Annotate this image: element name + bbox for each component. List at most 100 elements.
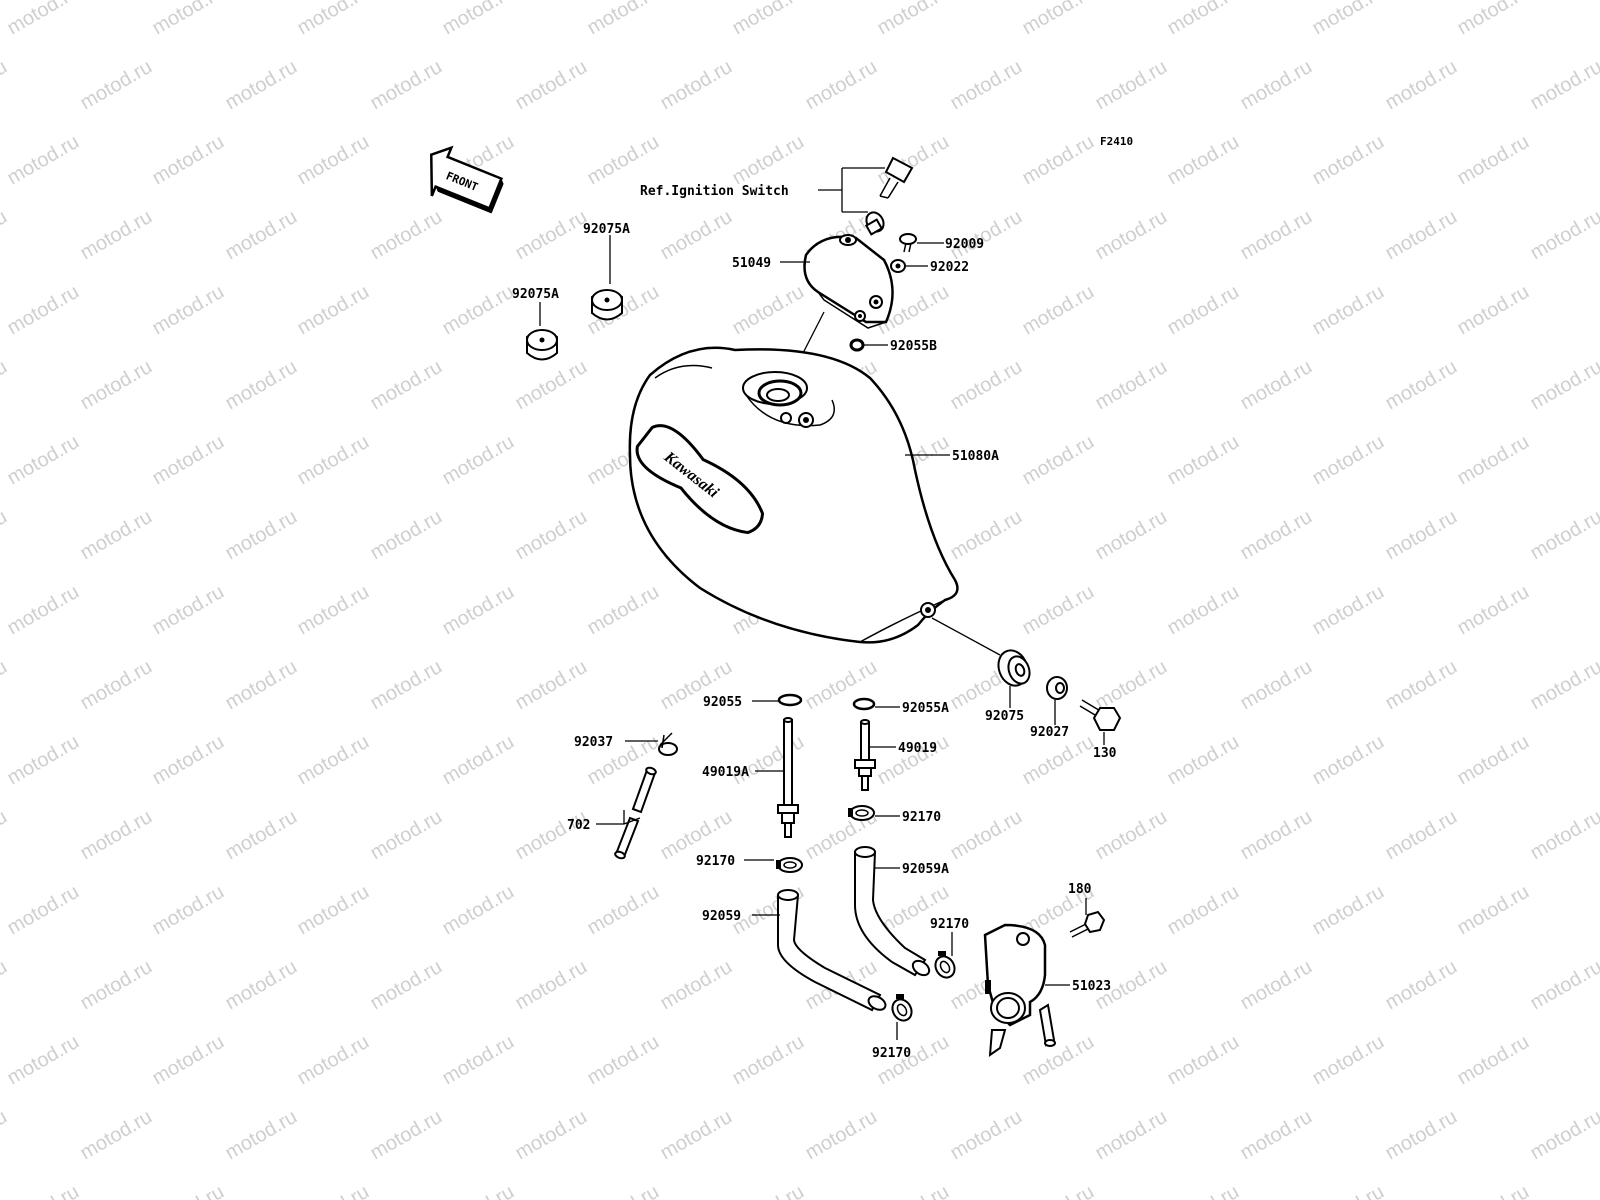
watermark-text: motod.ru <box>1164 881 1243 940</box>
watermark-text: motod.ru <box>1092 1106 1171 1165</box>
screw-92009 <box>899 233 917 253</box>
watermark-text: motod.ru <box>1092 506 1171 565</box>
watermark-text: motod.ru <box>657 56 736 115</box>
watermark-text: motod.ru <box>0 506 11 565</box>
watermark-text: motod.ru <box>294 1181 373 1200</box>
watermark-text: motod.ru <box>947 506 1026 565</box>
watermark-text: motod.ru <box>4 0 83 39</box>
watermark-text: motod.ru <box>512 1106 591 1165</box>
watermark-text: motod.ru <box>1382 356 1461 415</box>
watermark-text: motod.ru <box>1309 431 1388 490</box>
watermark-text: motod.ru <box>1527 1106 1600 1165</box>
watermark-text: motod.ru <box>1454 731 1533 790</box>
watermark-text: motod.ru <box>439 581 518 640</box>
label-51080a: 51080A <box>952 449 999 464</box>
watermark-text: motod.ru <box>584 1031 663 1090</box>
damper-92075a-lower <box>526 329 558 361</box>
watermark-text: motod.ru <box>1454 581 1533 640</box>
watermark-text: motod.ru <box>367 356 446 415</box>
watermark-text: motod.ru <box>1454 0 1533 39</box>
watermark-text: motod.ru <box>222 956 301 1015</box>
watermark-text: motod.ru <box>1164 1031 1243 1090</box>
watermark-text: motod.ru <box>0 956 11 1015</box>
oring-92055b <box>849 338 865 352</box>
watermark-text: motod.ru <box>294 431 373 490</box>
label-92055b: 92055B <box>890 339 937 354</box>
watermark-text: motod.ru <box>1092 656 1171 715</box>
watermark-text: motod.ru <box>367 956 446 1015</box>
watermark-text: motod.ru <box>1237 206 1316 265</box>
watermark-text: motod.ru <box>149 1181 228 1200</box>
watermark-text: motod.ru <box>1454 131 1533 190</box>
watermark-text: motod.ru <box>729 0 808 39</box>
watermark-text: motod.ru <box>584 1181 663 1200</box>
watermark-text: motod.ru <box>1309 881 1388 940</box>
watermark-text: motod.ru <box>1237 956 1316 1015</box>
watermark-text: motod.ru <box>657 956 736 1015</box>
watermark-text: motod.ru <box>149 281 228 340</box>
watermark-text: motod.ru <box>4 131 83 190</box>
watermark-text: motod.ru <box>657 206 736 265</box>
watermark-text: motod.ru <box>77 206 156 265</box>
washer-92022 <box>890 259 906 273</box>
label-49019a: 49019A <box>702 765 749 780</box>
watermark-text: motod.ru <box>802 56 881 115</box>
collar-92027 <box>1046 676 1068 700</box>
watermark-text: motod.ru <box>1382 506 1461 565</box>
label-92059: 92059 <box>702 909 741 924</box>
clamp-92170-upper-right <box>848 805 875 821</box>
oring-92055 <box>777 693 803 707</box>
hose-92059 <box>777 889 887 1012</box>
watermark-text: motod.ru <box>0 56 11 115</box>
watermark-text: motod.ru <box>149 731 228 790</box>
watermark-text: motod.ru <box>1237 1106 1316 1165</box>
watermark-text: motod.ru <box>512 956 591 1015</box>
label-92009: 92009 <box>945 237 984 252</box>
watermark-text: motod.ru <box>1382 956 1461 1015</box>
label-180: 180 <box>1068 882 1092 897</box>
reference-bracket <box>818 167 885 213</box>
watermark-text: motod.ru <box>222 806 301 865</box>
watermark-text: motod.ru <box>1164 581 1243 640</box>
watermark-text: motod.ru <box>802 1106 881 1165</box>
clamp-92170-bottom <box>891 994 913 1022</box>
watermark-text: motod.ru <box>1092 356 1171 415</box>
watermark-text: motod.ru <box>1309 1031 1388 1090</box>
watermark-text: motod.ru <box>1164 431 1243 490</box>
watermark-text: motod.ru <box>77 356 156 415</box>
oring-92055a <box>852 697 876 711</box>
watermark-text: motod.ru <box>1382 656 1461 715</box>
watermark-text: motod.ru <box>729 281 808 340</box>
tank-logo-emblem: Kawasaki <box>635 424 765 535</box>
watermark-text: motod.ru <box>1454 1181 1533 1200</box>
fuel-cock-51023 <box>983 923 1056 1058</box>
watermark-text: motod.ru <box>294 0 373 39</box>
watermark-text: motod.ru <box>149 881 228 940</box>
watermark-text: motod.ru <box>294 131 373 190</box>
label-130: 130 <box>1093 746 1117 761</box>
watermark-text: motod.ru <box>77 656 156 715</box>
watermark-text: motod.ru <box>439 281 518 340</box>
watermark-text: motod.ru <box>4 581 83 640</box>
damper-92075a-upper <box>591 289 623 321</box>
watermark-text: motod.ru <box>294 281 373 340</box>
label-49019: 49019 <box>898 741 937 756</box>
watermark-text: motod.ru <box>149 131 228 190</box>
watermark-text: motod.ru <box>4 1031 83 1090</box>
watermark-text: motod.ru <box>1527 506 1600 565</box>
leader-tank-to-92075 <box>931 617 1001 656</box>
watermark-text: motod.ru <box>222 1106 301 1165</box>
watermark-text: motod.ru <box>1527 206 1600 265</box>
watermark-text: motod.ru <box>947 56 1026 115</box>
label-92037: 92037 <box>574 735 613 750</box>
watermark-text: motod.ru <box>729 731 808 790</box>
watermark-text: motod.ru <box>1527 356 1600 415</box>
watermark-text: motod.ru <box>1527 956 1600 1015</box>
watermark-text: motod.ru <box>4 431 83 490</box>
figure-code: F2410 <box>1100 135 1133 148</box>
watermark-text: motod.ru <box>1164 1181 1243 1200</box>
watermark-text: motod.ru <box>874 731 953 790</box>
watermark-text: motod.ru <box>0 356 11 415</box>
watermark-text: motod.ru <box>947 806 1026 865</box>
label-92170-d: 92170 <box>872 1046 911 1061</box>
